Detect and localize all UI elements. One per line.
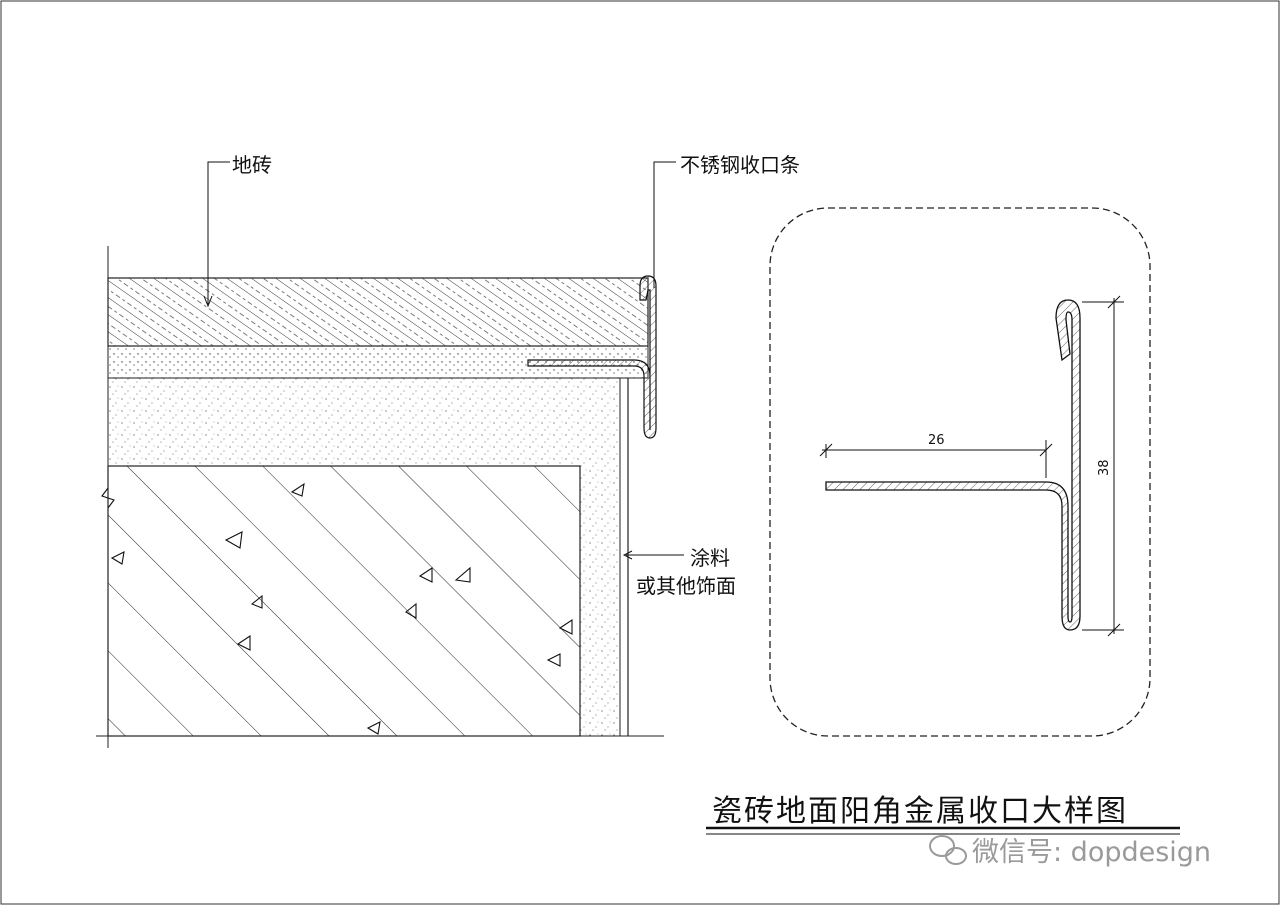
dimension-height <box>1082 295 1124 637</box>
concrete-hatch <box>108 466 580 736</box>
floor-tile <box>107 277 649 347</box>
leader-floor-tile <box>207 161 230 304</box>
detail-bubble <box>769 207 1151 737</box>
leader-stainless-strip <box>653 161 676 288</box>
label-floor-tile: 地砖 <box>232 153 272 177</box>
drawing-title: 瓷砖地面阳角金属收口大样图 <box>712 794 1128 829</box>
dimension-width <box>819 440 1053 478</box>
dimension-height-label: 38 <box>1097 459 1112 476</box>
dimension-width-label: 26 <box>928 433 945 448</box>
stainless-strip-section <box>527 275 657 439</box>
watermark-text: 微信号: dopdesign <box>972 837 1212 868</box>
label-coating: 涂料 <box>690 546 730 570</box>
label-stainless-strip: 不锈钢收口条 <box>680 153 800 177</box>
strip-profile-detail <box>825 299 1081 631</box>
label-coating-alt: 或其他饰面 <box>636 574 736 598</box>
wechat-icon <box>929 835 967 865</box>
aggregate-marks <box>110 482 573 735</box>
